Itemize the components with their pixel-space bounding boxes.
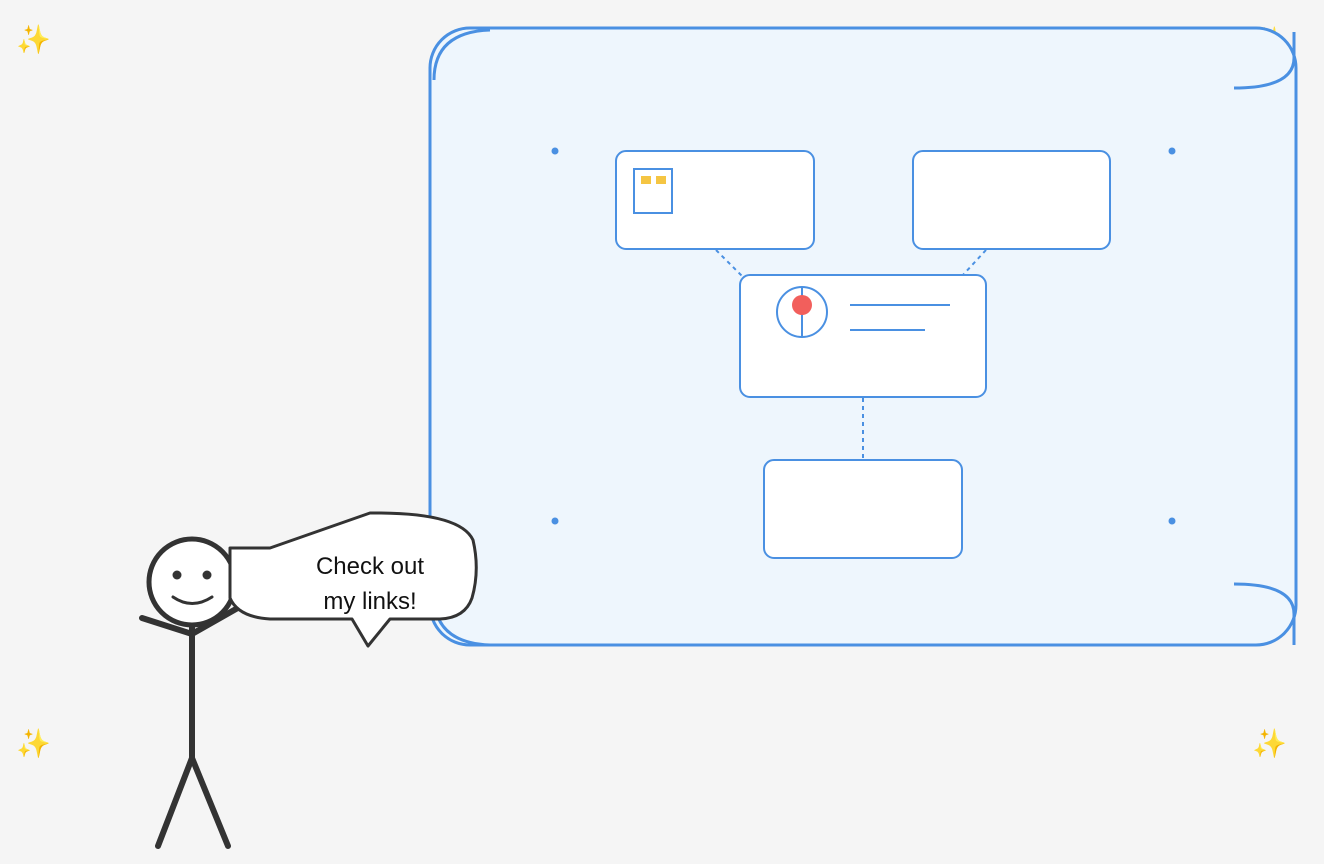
center-card[interactable] [739,274,987,398]
corner-hook-bottom-right [1233,582,1296,645]
speech-bubble: Check out my links! [228,511,478,648]
left-eye [172,570,182,580]
window-icon [633,168,673,214]
sparkles-icon: ✨ [16,23,51,56]
face [146,536,238,628]
left-leg [155,755,195,849]
sparkles-icon: ✨ [16,727,51,760]
stick-figure [139,536,283,849]
anchor-dot [551,517,559,525]
left-arm [139,615,195,637]
bubble-line-2: my links! [323,588,416,615]
bottom-card[interactable] [763,459,963,559]
target-icon [776,286,828,338]
sparkles-icon: ✨ [1252,727,1287,760]
top-left-card[interactable] [615,150,815,250]
anchor-dot [1168,147,1176,155]
connector-line [715,249,743,277]
right-eye [202,570,212,580]
corner-hook-top-right [1233,32,1296,90]
anchor-dot [1168,517,1176,525]
top-right-card[interactable] [912,150,1111,250]
anchor-dot [551,147,559,155]
smile [171,595,214,605]
right-leg [189,755,231,849]
connector-line [961,249,987,277]
bubble-line-1: Check out [316,553,424,580]
